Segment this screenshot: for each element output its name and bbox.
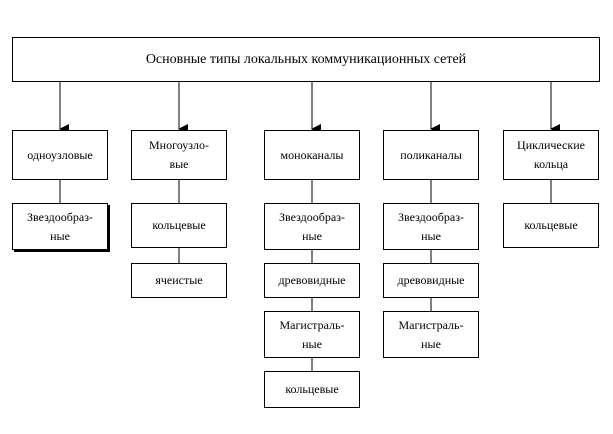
column-3-item-2: древовидные (264, 263, 360, 298)
column-2-item-2: ячеистые (131, 263, 227, 298)
column-3-item-3: Магистраль- ные (264, 311, 360, 358)
column-header-1: одноузловые (12, 130, 108, 180)
diagram-title: Основные типы локальных коммуникационных… (12, 37, 600, 82)
column-4-item-2: древовидные (383, 263, 479, 298)
column-1-item-1: Звездообраз- ные (12, 203, 108, 250)
column-4-item-1: Звездообраз- ные (383, 203, 479, 250)
column-5-item-1: кольцевые (503, 203, 599, 248)
column-header-5: Циклические кольца (503, 130, 599, 180)
column-header-3: моноканалы (264, 130, 360, 180)
column-2-item-1: кольцевые (131, 203, 227, 248)
column-4-item-3: Магистраль- ные (383, 311, 479, 358)
column-3-item-1: Звездообраз- ные (264, 203, 360, 250)
column-3-item-4: кольцевые (264, 371, 360, 408)
column-header-2: Многоузло- вые (131, 130, 227, 180)
column-header-4: поликаналы (383, 130, 479, 180)
